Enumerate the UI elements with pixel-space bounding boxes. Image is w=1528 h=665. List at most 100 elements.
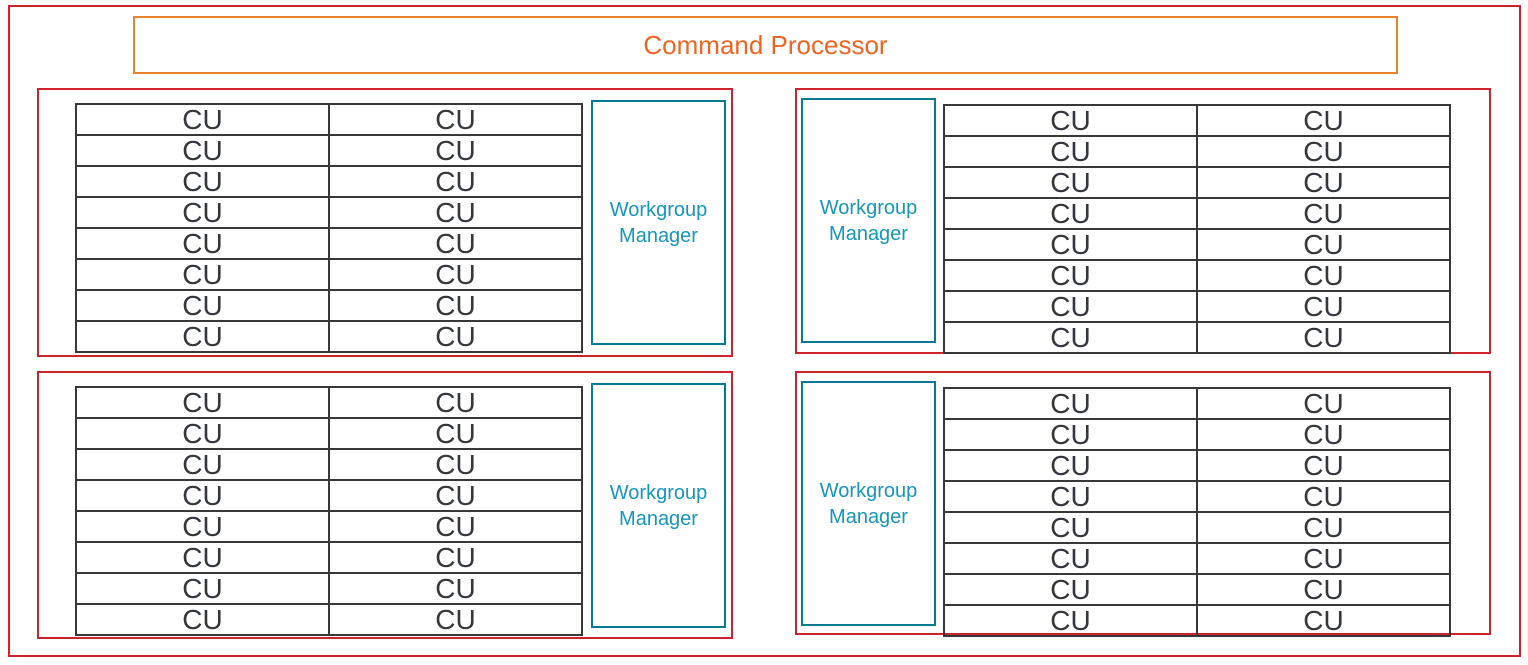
cu-cell: CU (943, 259, 1198, 292)
cu-cell: CU (328, 289, 583, 322)
cu-cell: CU (328, 603, 583, 636)
workgroup-manager-label: Workgroup Manager (819, 479, 918, 528)
workgroup-manager-box: Workgroup Manager (801, 381, 936, 626)
cu-cell: CU (1196, 259, 1451, 292)
cu-cell: CU (328, 196, 583, 229)
cu-cell: CU (75, 510, 330, 543)
cu-cell: CU (75, 386, 330, 419)
cu-cell: CU (943, 604, 1198, 637)
cu-cell: CU (943, 480, 1198, 513)
cu-cell: CU (75, 320, 330, 353)
cu-cell: CU (1196, 166, 1451, 199)
cu-cell: CU (943, 542, 1198, 575)
cu-cell: CU (75, 479, 330, 512)
cu-cell: CU (943, 418, 1198, 451)
cu-cell: CU (328, 572, 583, 605)
cu-cell: CU (328, 417, 583, 450)
cu-cell: CU (328, 320, 583, 353)
cu-cell: CU (943, 135, 1198, 168)
cu-cell: CU (75, 227, 330, 260)
cu-cell: CU (328, 386, 583, 419)
command-processor-label: Command Processor (643, 29, 888, 60)
workgroup-manager-box: Workgroup Manager (591, 383, 726, 628)
cu-cell: CU (328, 165, 583, 198)
cu-cell: CU (75, 572, 330, 605)
cu-cell: CU (943, 104, 1198, 137)
cu-cell: CU (75, 417, 330, 450)
cu-cell: CU (1196, 542, 1451, 575)
command-processor-box: Command Processor (133, 16, 1398, 74)
cu-cell: CU (328, 227, 583, 260)
workgroup-manager-label: Workgroup Manager (609, 481, 708, 530)
cu-cell: CU (1196, 449, 1451, 482)
cu-cell: CU (943, 197, 1198, 230)
cu-cell: CU (75, 196, 330, 229)
workgroup-manager-box: Workgroup Manager (591, 100, 726, 345)
cu-cell: CU (328, 541, 583, 574)
cu-cell: CU (943, 573, 1198, 606)
workgroup-manager-box: Workgroup Manager (801, 98, 936, 343)
cu-cell: CU (75, 448, 330, 481)
cu-cell: CU (943, 290, 1198, 323)
cu-cell: CU (943, 511, 1198, 544)
chip-outline (8, 5, 1521, 657)
cu-cell: CU (1196, 604, 1451, 637)
cu-cell: CU (75, 134, 330, 167)
cu-cell: CU (1196, 290, 1451, 323)
cu-cell: CU (943, 387, 1198, 420)
cu-cell: CU (75, 165, 330, 198)
cu-cell: CU (75, 103, 330, 136)
cu-cell: CU (943, 321, 1198, 354)
workgroup-manager-label: Workgroup Manager (819, 196, 918, 245)
cu-cell: CU (1196, 418, 1451, 451)
cu-cell: CU (328, 258, 583, 291)
workgroup-manager-label: Workgroup Manager (609, 198, 708, 247)
cu-cell: CU (1196, 480, 1451, 513)
cu-cell: CU (1196, 228, 1451, 261)
cu-cell: CU (328, 448, 583, 481)
cu-cell: CU (75, 258, 330, 291)
cu-cell: CU (943, 228, 1198, 261)
cu-cell: CU (1196, 197, 1451, 230)
cu-cell: CU (943, 449, 1198, 482)
cu-cell: CU (328, 510, 583, 543)
cu-cell: CU (943, 166, 1198, 199)
cu-cell: CU (1196, 104, 1451, 137)
cu-cell: CU (1196, 511, 1451, 544)
cu-cell: CU (75, 289, 330, 322)
